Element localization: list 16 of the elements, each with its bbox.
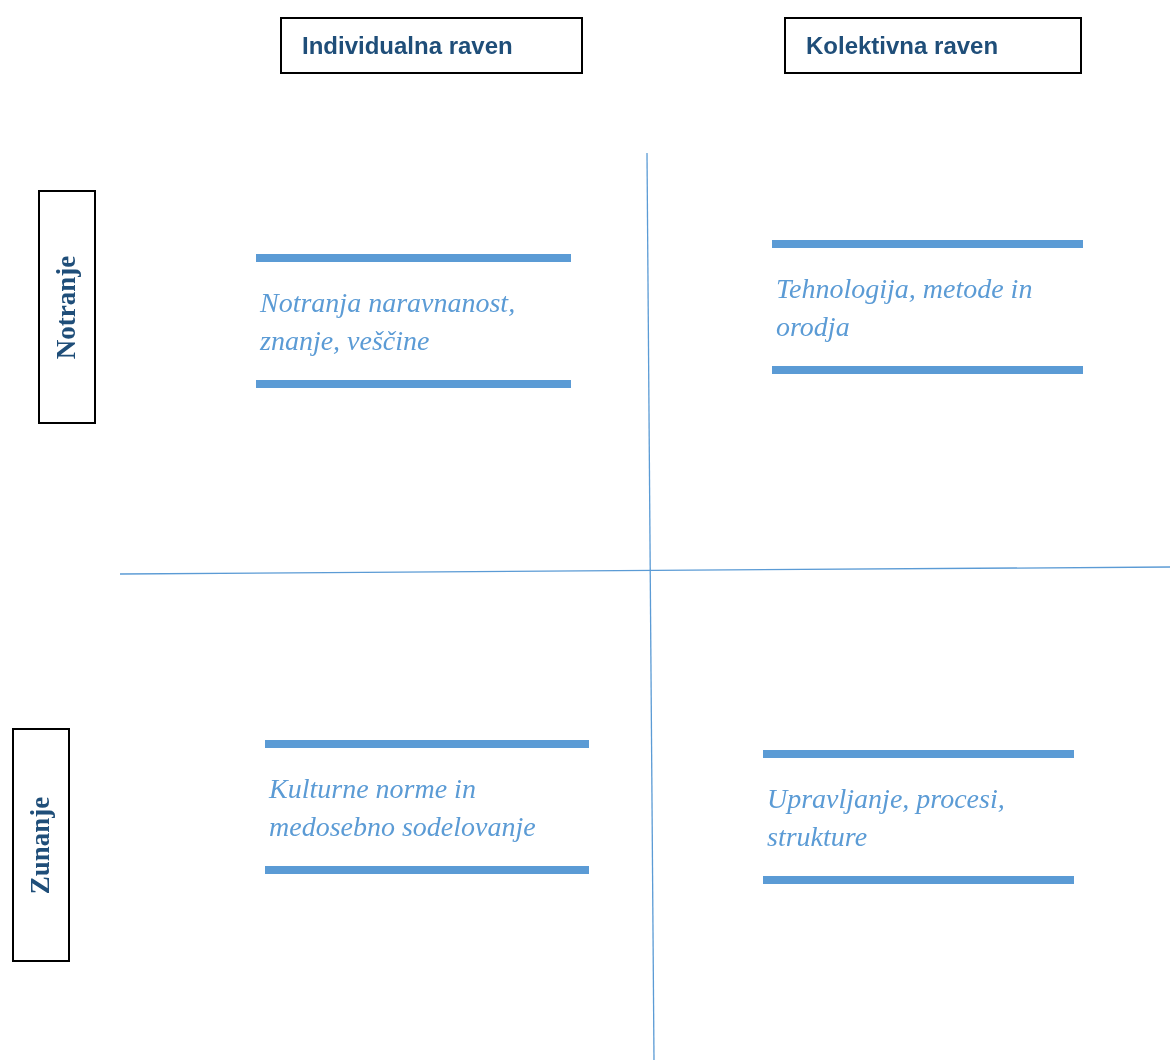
column-header: Individualna raven <box>302 31 513 60</box>
row-header: Notranje <box>51 255 83 359</box>
quadrant-text: Notranja naravnanost, znanje, veščine <box>260 286 517 358</box>
row-header: Zunanje <box>25 796 57 894</box>
column-header-box <box>784 17 1082 74</box>
quadrant-text: Upravljanje, procesi, strukture <box>767 782 1006 854</box>
quadrant-band <box>265 740 589 874</box>
row-header-box <box>12 728 70 962</box>
quadrant-band <box>256 254 571 388</box>
quadrant-text: Kulturne norme in medosebno sodelovanje <box>269 772 537 844</box>
quadrant-band <box>772 240 1083 374</box>
column-header: Kolektivna raven <box>806 31 999 60</box>
quadrant-text: Tehnologija, metode in orodja <box>776 272 1034 344</box>
column-header-box <box>280 17 583 74</box>
quadrant-band <box>763 750 1074 884</box>
row-header-box <box>38 190 96 424</box>
